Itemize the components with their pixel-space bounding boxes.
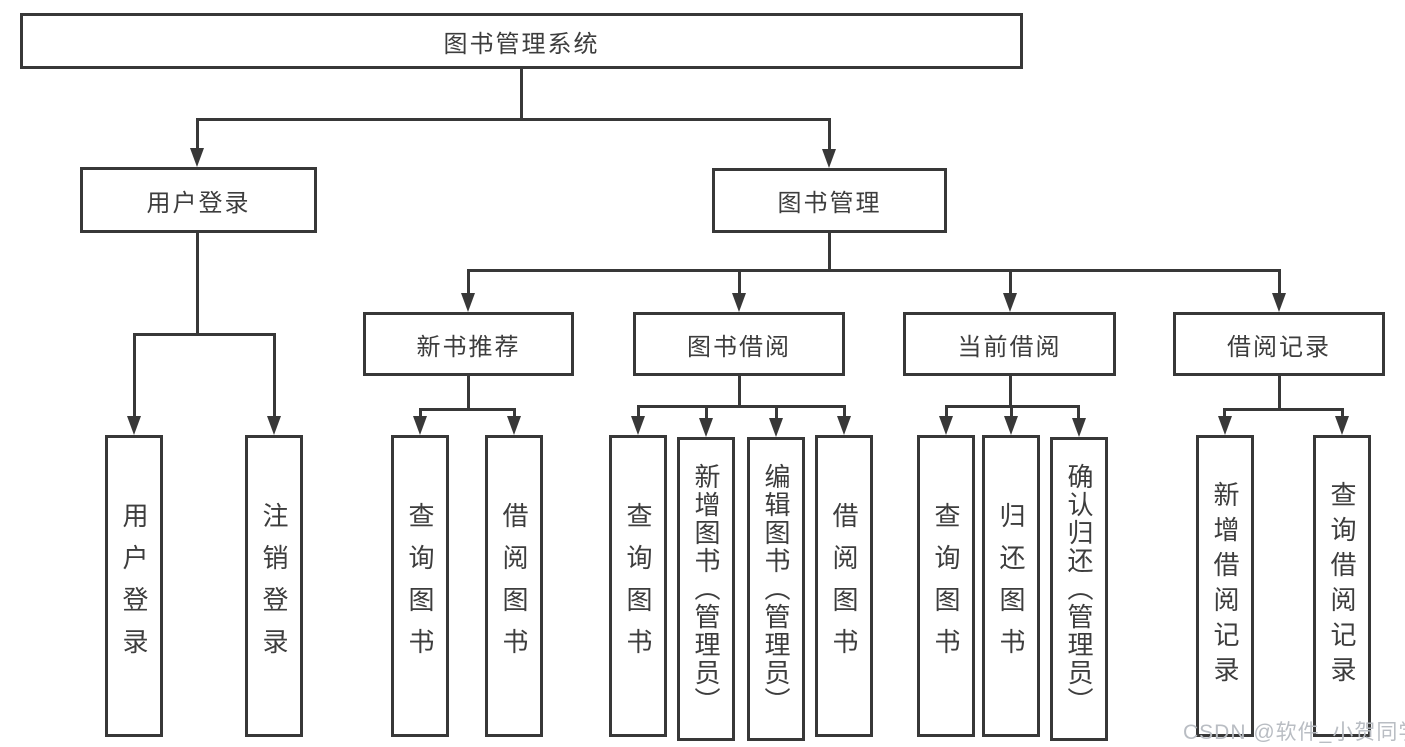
connector-line	[1278, 269, 1281, 295]
connector-line	[419, 408, 516, 411]
arrow-down-icon	[461, 293, 475, 312]
connector-line	[775, 405, 778, 420]
arrow-down-icon	[939, 416, 953, 435]
arrow-down-icon	[699, 418, 713, 437]
arrow-down-icon	[1335, 416, 1349, 435]
connector-line	[513, 408, 516, 418]
connector-line	[1010, 405, 1013, 418]
node-br-query-record: 查询借阅记录	[1313, 435, 1371, 737]
node-current-borrowing: 当前借阅	[903, 312, 1116, 376]
node-bb-edit-books-admin: 编辑图书（管理员）	[747, 437, 805, 741]
arrow-down-icon	[631, 416, 645, 435]
node-user-login-leaf: 用户登录	[105, 435, 163, 737]
node-cb-return-books: 归还图书	[982, 435, 1040, 737]
arrow-down-icon	[769, 418, 783, 437]
connector-line	[196, 118, 199, 149]
connector-line	[273, 333, 276, 418]
arrow-down-icon	[1072, 418, 1086, 437]
connector-line	[738, 269, 741, 295]
node-borrow-records: 借阅记录	[1173, 312, 1385, 376]
connector-line	[419, 408, 422, 418]
arrow-down-icon	[1004, 416, 1018, 435]
node-nb-query-books: 查询图书	[391, 435, 449, 737]
connector-line	[1223, 408, 1344, 411]
connector-line	[1223, 408, 1226, 418]
connector-line	[133, 333, 276, 336]
arrow-down-icon	[732, 293, 746, 312]
connector-line	[637, 405, 640, 418]
arrow-down-icon	[1272, 293, 1286, 312]
node-cb-confirm-return-admin: 确认归还（管理员）	[1050, 437, 1108, 741]
connector-line	[705, 405, 708, 420]
connector-line	[1009, 374, 1012, 405]
node-book-management: 图书管理	[712, 168, 947, 233]
node-user-login-branch: 用户登录	[80, 167, 317, 233]
arrow-down-icon	[127, 416, 141, 435]
connector-line	[520, 69, 523, 118]
node-library-management-system: 图书管理系统	[20, 13, 1023, 69]
connector-line	[467, 269, 470, 295]
arrow-down-icon	[190, 148, 204, 167]
connector-line	[467, 269, 1281, 272]
node-logout: 注销登录	[245, 435, 303, 737]
arrow-down-icon	[1218, 416, 1232, 435]
node-book-borrowing: 图书借阅	[633, 312, 845, 376]
node-bb-add-books-admin: 新增图书（管理员）	[677, 437, 735, 741]
connector-line	[828, 231, 831, 269]
connector-line	[843, 405, 846, 418]
connector-line	[945, 405, 948, 418]
connector-line	[1077, 405, 1080, 420]
connector-line	[637, 405, 845, 408]
arrow-down-icon	[837, 416, 851, 435]
node-cb-query-books: 查询图书	[917, 435, 975, 737]
connector-line	[1278, 374, 1281, 408]
connector-line	[467, 374, 470, 408]
connector-line	[738, 374, 741, 405]
arrow-down-icon	[1003, 293, 1017, 312]
connector-line	[1341, 408, 1344, 418]
watermark: CSDN @软件_小贺同学	[1183, 721, 1405, 744]
node-nb-borrow-books: 借阅图书	[485, 435, 543, 737]
node-new-book-recommend: 新书推荐	[363, 312, 574, 376]
connector-line	[196, 230, 199, 333]
connector-line	[133, 333, 136, 418]
arrow-down-icon	[507, 416, 521, 435]
connector-line	[828, 118, 831, 150]
arrow-down-icon	[822, 149, 836, 168]
connector-line	[1009, 269, 1012, 295]
node-bb-query-books: 查询图书	[609, 435, 667, 737]
arrow-down-icon	[267, 416, 281, 435]
node-bb-borrow-books: 借阅图书	[815, 435, 873, 737]
arrow-down-icon	[413, 416, 427, 435]
connector-line	[196, 118, 831, 121]
node-br-add-record: 新增借阅记录	[1196, 435, 1254, 737]
